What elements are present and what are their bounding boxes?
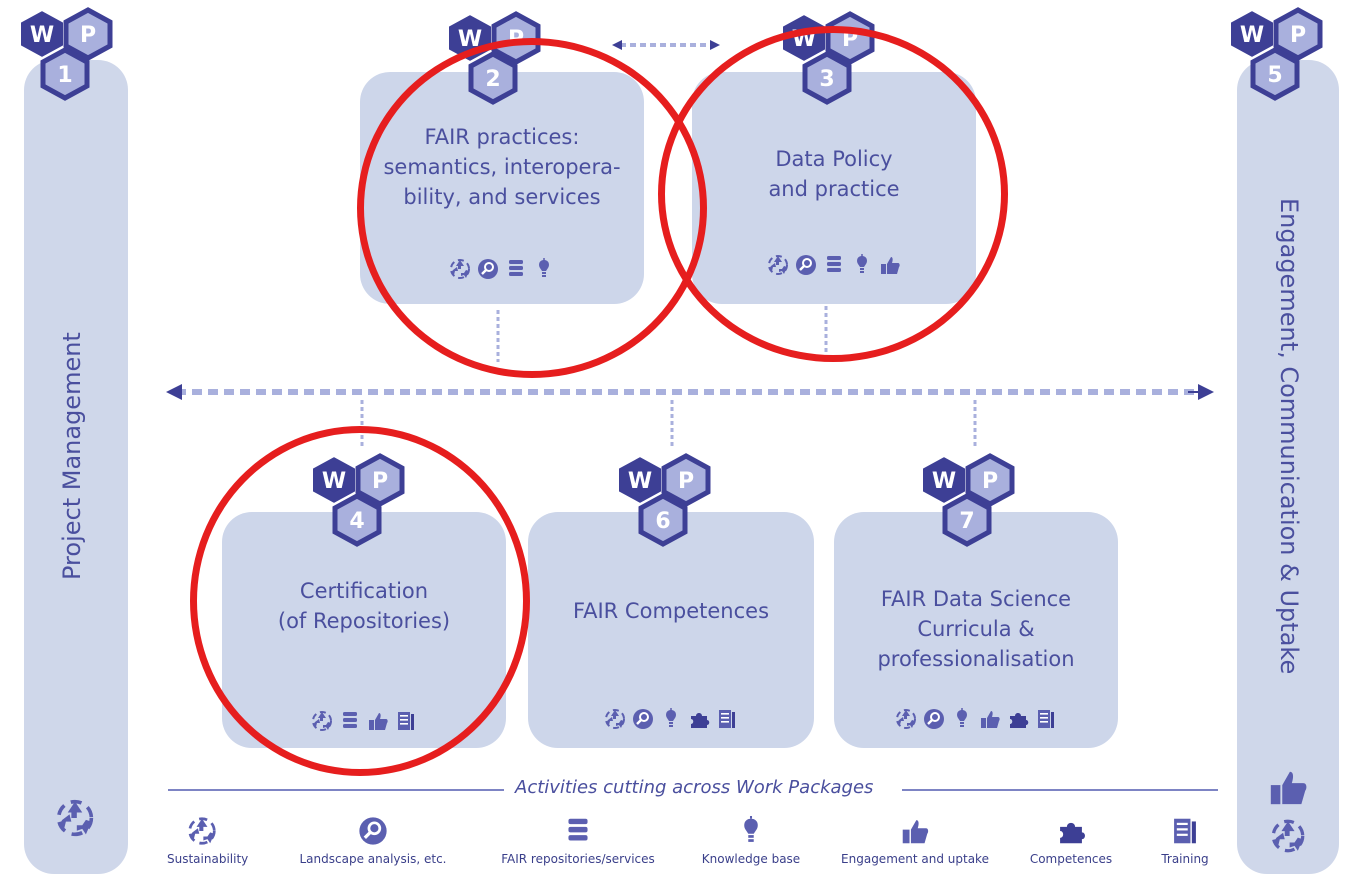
puzzle-icon: [1010, 713, 1029, 728]
puzzle-icon: [1060, 822, 1085, 844]
wp-p-letter: P: [80, 23, 96, 48]
wp-hexagon-icon: W P 6: [617, 453, 711, 547]
wp-hexagon-icon: W P 5: [1229, 7, 1323, 101]
magnifier-icon: [358, 816, 388, 846]
wp1-badge: W P 1: [12, 4, 142, 124]
document-icon: [1038, 710, 1054, 728]
legend-landscape: Landscape analysis, etc.: [298, 816, 448, 866]
legend-label: Competences: [1029, 852, 1113, 866]
wp-p-letter: P: [678, 469, 694, 494]
highlight-circle-wp4: [190, 426, 530, 776]
legend-engagement: Engagement and uptake: [834, 816, 996, 866]
legend-training: Training: [1150, 816, 1220, 866]
legend-sustainability: Sustainability: [167, 816, 248, 866]
wp6-title: FAIR Competences: [572, 599, 770, 623]
wp-number: 6: [655, 509, 670, 534]
recycle-icon: [896, 709, 916, 729]
lightbulb-icon: [665, 708, 677, 728]
highlight-circle-wp2: [357, 38, 707, 378]
wp-number: 7: [959, 509, 974, 534]
legend-label: Training: [1161, 852, 1209, 866]
database-icon: [568, 818, 588, 841]
wp-w-letter: W: [932, 469, 956, 494]
wp7-icons: [834, 708, 1118, 730]
lightbulb-icon: [743, 816, 759, 843]
wp-hexagon-icon: W P 7: [921, 453, 1015, 547]
legend-label: Engagement and uptake: [841, 852, 989, 866]
wp7-badge: W P 7: [914, 450, 1044, 566]
legend-rule-right: [902, 789, 1218, 791]
legend-label: Knowledge base: [701, 852, 801, 866]
wp6-badge: W P 6: [610, 450, 740, 566]
legend-rule-left: [168, 789, 504, 791]
highlight-circle-wp3: [658, 26, 1008, 362]
wp-w-letter: W: [628, 469, 652, 494]
recycle-icon: [188, 817, 216, 845]
magnifier-icon: [923, 708, 945, 730]
document-icon: [1174, 818, 1196, 844]
project-management-panel: [24, 60, 128, 874]
puzzle-icon: [691, 713, 710, 728]
legend-competences: Competences: [1025, 816, 1117, 866]
legend-repositories: FAIR repositories/services: [488, 816, 668, 866]
thumbs-up-icon: [902, 820, 929, 844]
wp-p-letter: P: [982, 469, 998, 494]
wp-number: 1: [57, 63, 72, 88]
wp-hexagon-icon: W P 1: [19, 7, 113, 101]
wp-number: 5: [1267, 63, 1282, 88]
lightbulb-icon: [956, 708, 968, 728]
legend-label: Landscape analysis, etc.: [299, 852, 447, 866]
wp-w-letter: W: [30, 23, 54, 48]
wp6-icons: [528, 708, 814, 730]
wp7-box: FAIR Data Science Curricula & profession…: [834, 512, 1118, 748]
wp7-title: FAIR Data Science Curricula & profession…: [877, 587, 1075, 671]
legend-caption: Activities cutting across Work Packages: [515, 777, 874, 798]
legend-knowledge: Knowledge base: [700, 816, 802, 866]
wp-w-letter: W: [1240, 23, 1264, 48]
thumbs-up-icon: [981, 711, 1000, 728]
legend-label: FAIR repositories/services: [501, 852, 655, 866]
wp5-badge: W P 5: [1222, 4, 1352, 124]
document-icon: [719, 710, 735, 728]
legend-label: Sustainability: [167, 852, 249, 866]
wp-p-letter: P: [1290, 23, 1306, 48]
magnifier-icon: [632, 708, 654, 730]
wp6-box: FAIR Competences: [528, 512, 814, 748]
engagement-panel: [1237, 60, 1339, 874]
recycle-icon: [605, 709, 625, 729]
